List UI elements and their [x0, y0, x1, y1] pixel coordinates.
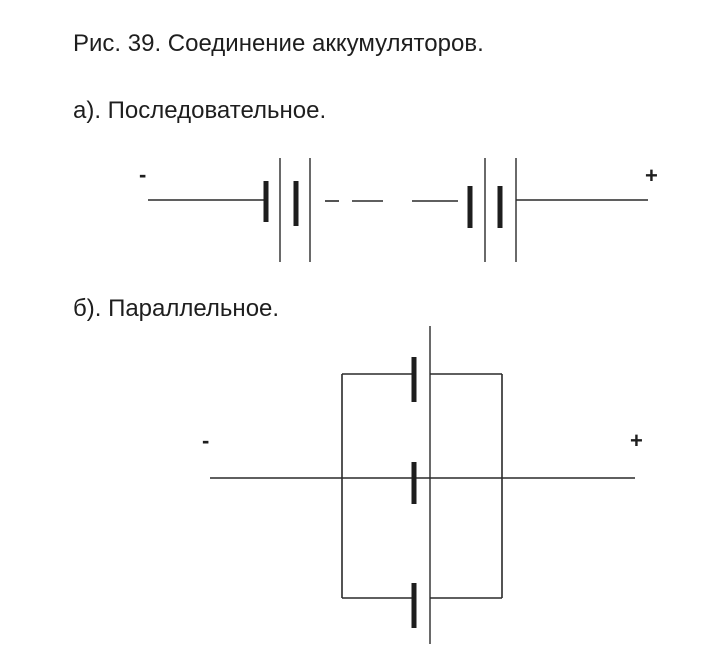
parallel-circuit: [210, 326, 635, 644]
figure-title: Рис. 39. Соединение аккумуляторов.: [73, 30, 484, 57]
series-battery-1: [263, 158, 311, 262]
series-plus-terminal: +: [645, 163, 658, 188]
series-circuit: [148, 158, 648, 262]
parallel-plus-terminal: +: [630, 428, 643, 453]
series-minus-terminal: -: [139, 162, 147, 187]
series-connection-title: а). Последовательное.: [73, 97, 327, 124]
parallel-connection-title: б). Параллельное.: [73, 295, 280, 322]
parallel-minus-terminal: -: [202, 428, 210, 453]
series-battery-2: [467, 158, 517, 262]
